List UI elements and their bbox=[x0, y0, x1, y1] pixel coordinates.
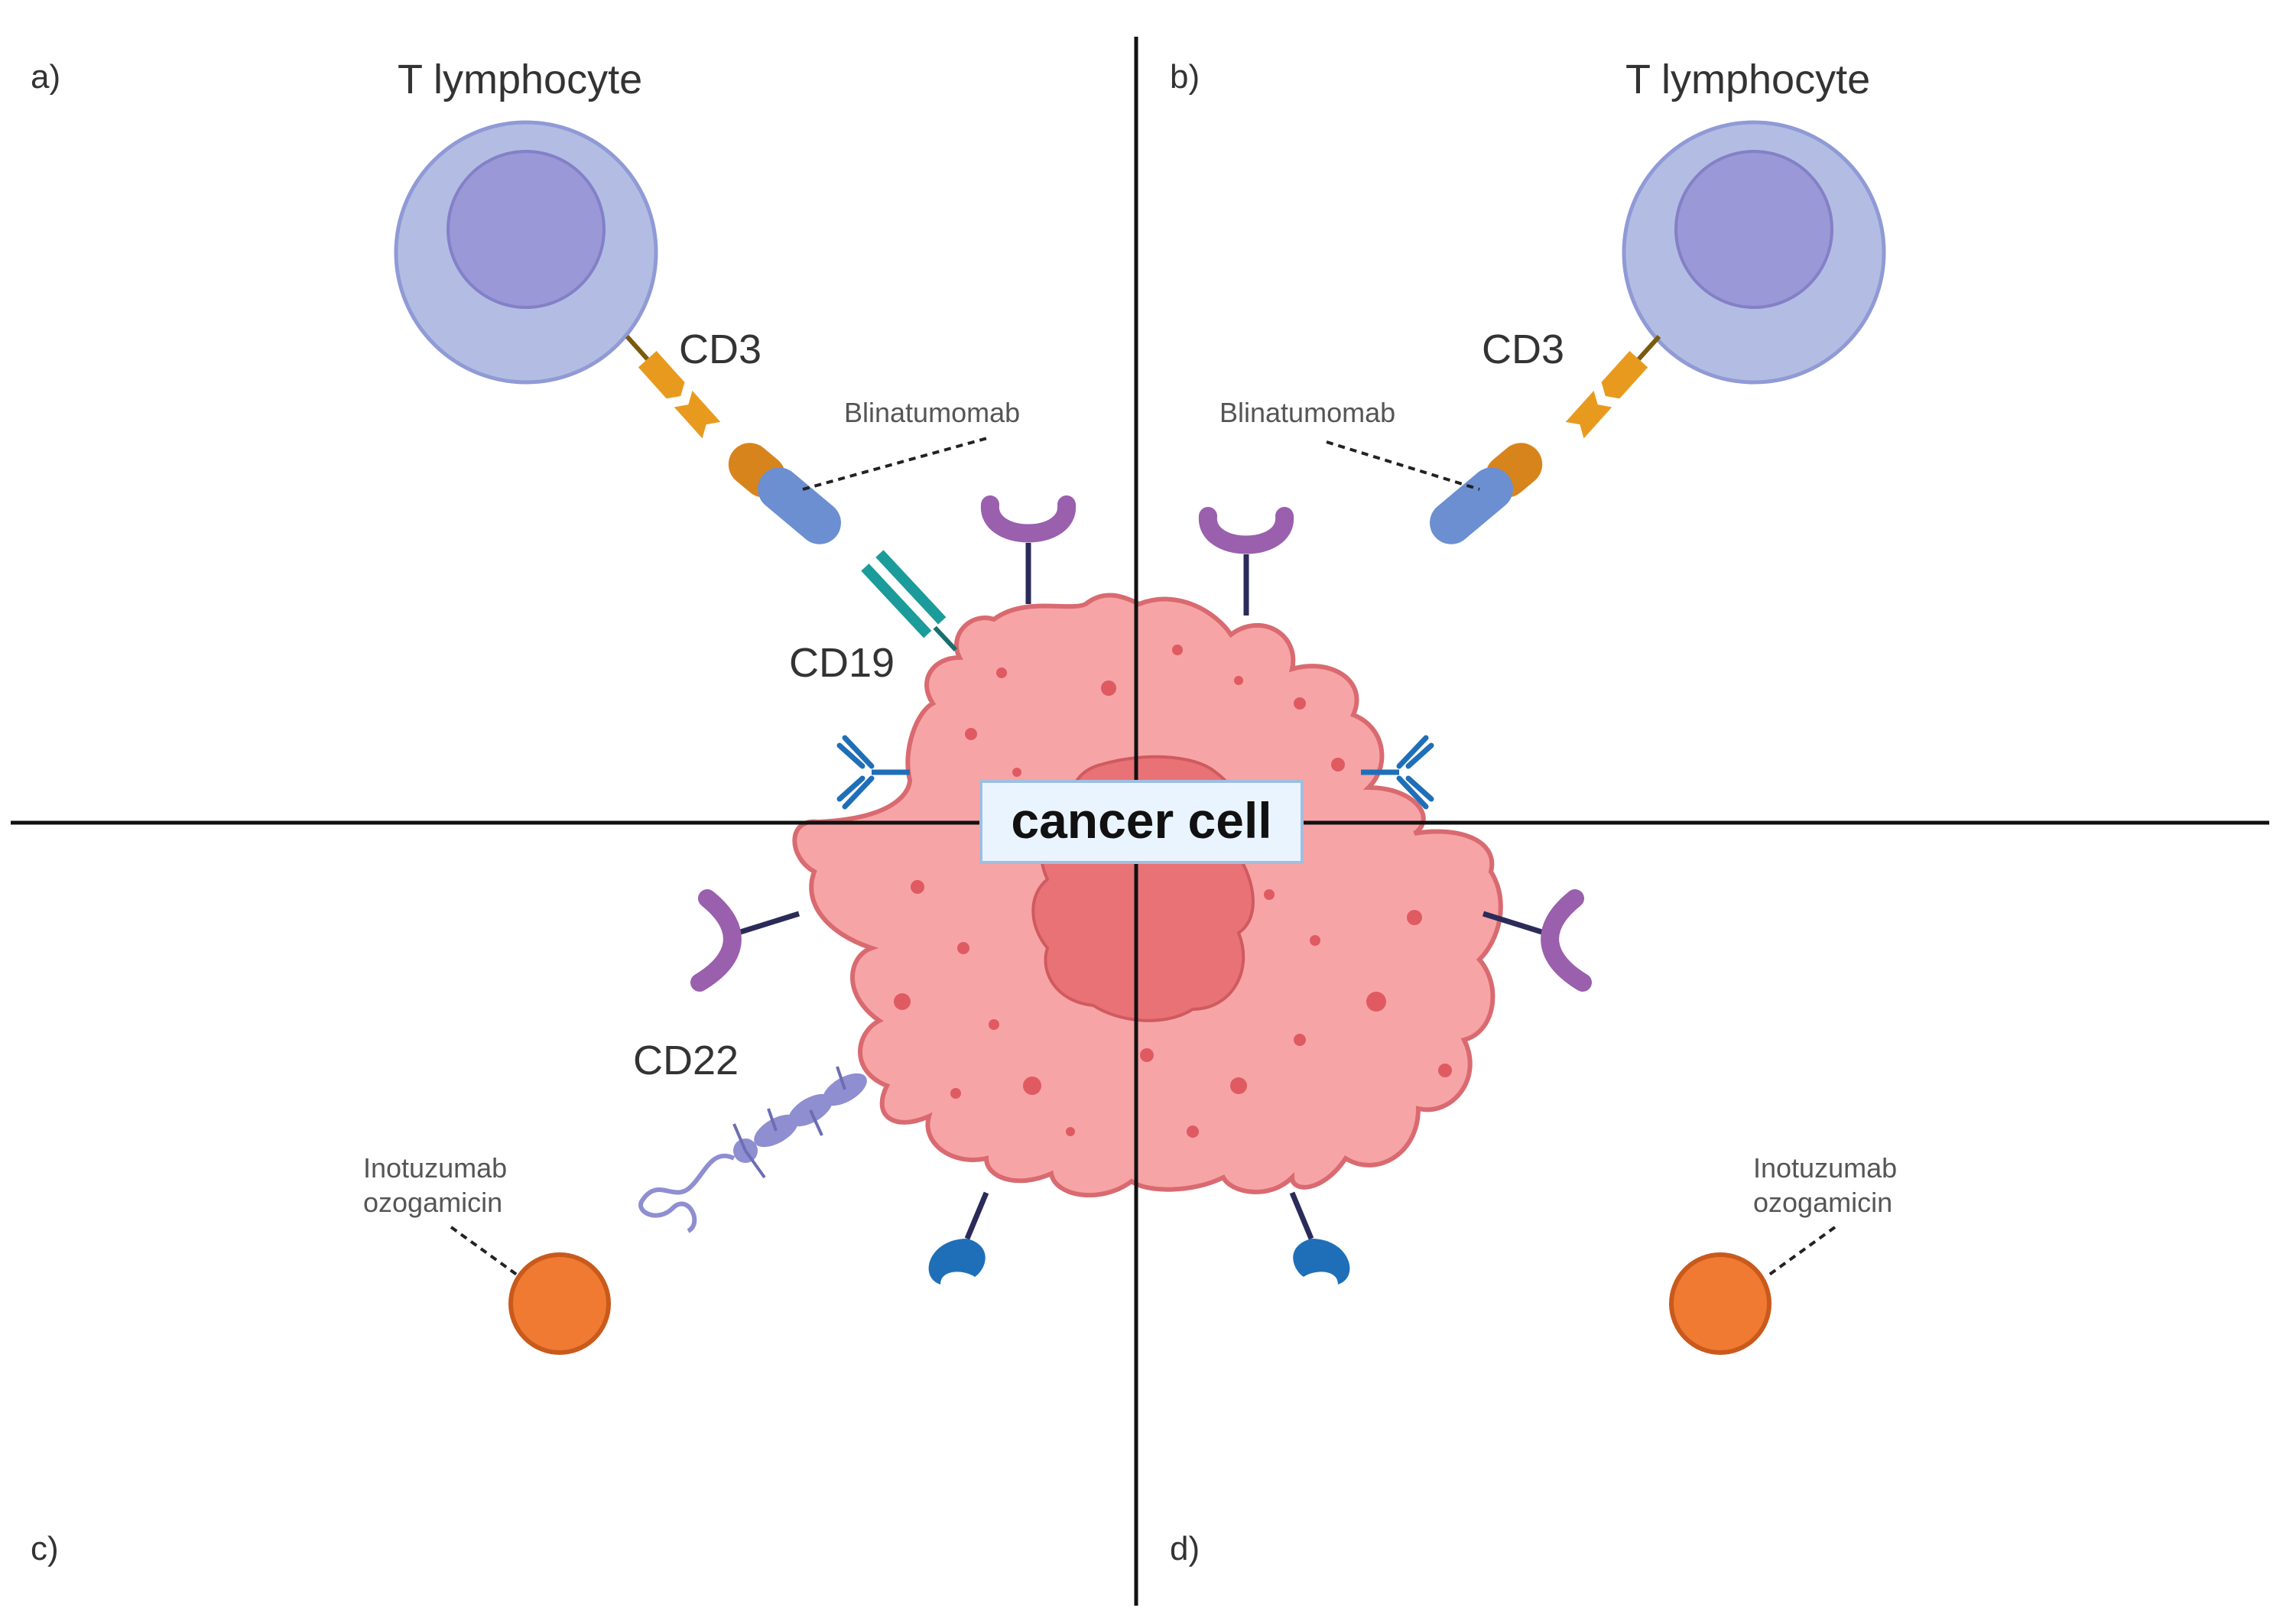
t-lymphocyte-a bbox=[394, 120, 658, 385]
cd3-receptor-a bbox=[625, 334, 721, 439]
inotuzumab-label-c-line1: Inotuzumab bbox=[363, 1152, 507, 1184]
purple-receptor-bottom-right bbox=[1482, 889, 1592, 992]
cd3-label-b: CD3 bbox=[1482, 326, 1564, 372]
cd19-receptor bbox=[861, 550, 958, 652]
blue-receptor-right bbox=[1361, 735, 1434, 810]
panel-label-c: c) bbox=[31, 1530, 59, 1567]
blue-receptor-bottom-right bbox=[1289, 1191, 1350, 1285]
cd19-label: CD19 bbox=[789, 640, 895, 686]
blinatumomab-b-pointer bbox=[1326, 440, 1480, 491]
t-lymphocyte-label-a: T lymphocyte bbox=[398, 57, 642, 102]
t-lymphocyte-label-b: T lymphocyte bbox=[1625, 57, 1870, 102]
inotuzumab-label-c-line2: ozogamicin bbox=[363, 1187, 502, 1218]
blue-receptor-bottom-left bbox=[928, 1191, 989, 1285]
panel-label-b: b) bbox=[1170, 58, 1200, 96]
cancer-cell bbox=[792, 593, 1503, 1198]
inotuzumab-c-pointer bbox=[450, 1226, 521, 1278]
inotuzumab-d-pointer bbox=[1765, 1226, 1836, 1278]
inotuzumab-label-d-line1: Inotuzumab bbox=[1753, 1152, 1897, 1184]
cancer-cell-text: cancer cell bbox=[1011, 792, 1271, 849]
cd3-receptor-b bbox=[1565, 334, 1661, 439]
cd22-receptor bbox=[638, 1066, 867, 1233]
purple-receptor-bottom-left bbox=[690, 889, 801, 992]
purple-receptor-top-left bbox=[981, 495, 1076, 604]
cytoplasm-granules bbox=[894, 645, 1452, 1138]
cd22-label: CD22 bbox=[633, 1038, 739, 1083]
cd3-label-a: CD3 bbox=[679, 326, 762, 372]
blinatumomab-label-b: Blinatumomab bbox=[1219, 397, 1395, 428]
blinatumomab-a bbox=[728, 443, 841, 544]
inotuzumab-sphere-c bbox=[508, 1252, 611, 1355]
blinatumomab-a-pointer bbox=[802, 436, 991, 491]
cancer-cell-label: cancer cell bbox=[979, 780, 1304, 864]
blinatumomab-b bbox=[1430, 443, 1543, 544]
blinatumomab-label-a: Blinatumomab bbox=[844, 397, 1020, 428]
t-lymphocyte-b bbox=[1622, 120, 1886, 385]
inotuzumab-label-d-line2: ozogamicin bbox=[1753, 1187, 1892, 1218]
blue-receptor-left bbox=[836, 735, 910, 810]
panel-label-d: d) bbox=[1170, 1530, 1200, 1567]
purple-receptor-top-right bbox=[1199, 507, 1294, 615]
inotuzumab-sphere-d bbox=[1669, 1252, 1772, 1355]
panel-label-a: a) bbox=[31, 58, 60, 96]
